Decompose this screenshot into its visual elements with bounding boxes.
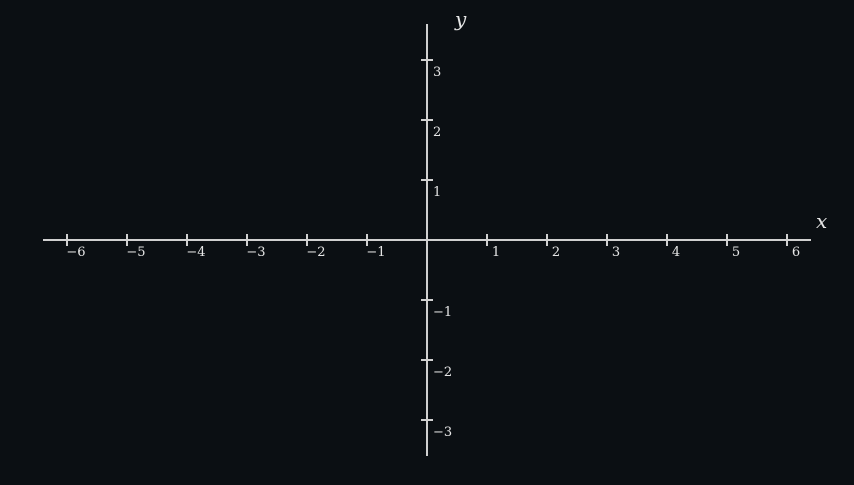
y-tick-label: 2 bbox=[433, 125, 441, 140]
x-tick-label: 6 bbox=[792, 245, 800, 260]
x-tick-label: 4 bbox=[672, 245, 680, 260]
x-tick-label: 5 bbox=[732, 245, 740, 260]
x-tick-label: −5 bbox=[126, 245, 145, 260]
y-tick-label: 1 bbox=[433, 185, 441, 200]
y-tick-label: 3 bbox=[433, 65, 441, 80]
x-axis-label: x bbox=[816, 209, 827, 233]
x-tick-label: −4 bbox=[186, 245, 205, 260]
y-tick-label: −1 bbox=[433, 305, 452, 320]
x-tick-label: 2 bbox=[552, 245, 560, 260]
y-ticks: −3 −2 −1 1 2 3 bbox=[421, 59, 452, 440]
x-ticks: −6 −5 −4 −3 −2 −1 1 2 3 4 5 6 bbox=[66, 234, 800, 260]
x-tick-label: 1 bbox=[492, 245, 500, 260]
x-tick-label: −1 bbox=[366, 245, 385, 260]
y-axis-label: y bbox=[454, 7, 467, 31]
x-tick-label: −2 bbox=[306, 245, 325, 260]
x-tick-label: −3 bbox=[246, 245, 265, 260]
y-tick-label: −3 bbox=[433, 425, 452, 440]
x-tick-label: −6 bbox=[66, 245, 85, 260]
x-tick-label: 3 bbox=[612, 245, 620, 260]
y-tick-label: −2 bbox=[433, 365, 452, 380]
